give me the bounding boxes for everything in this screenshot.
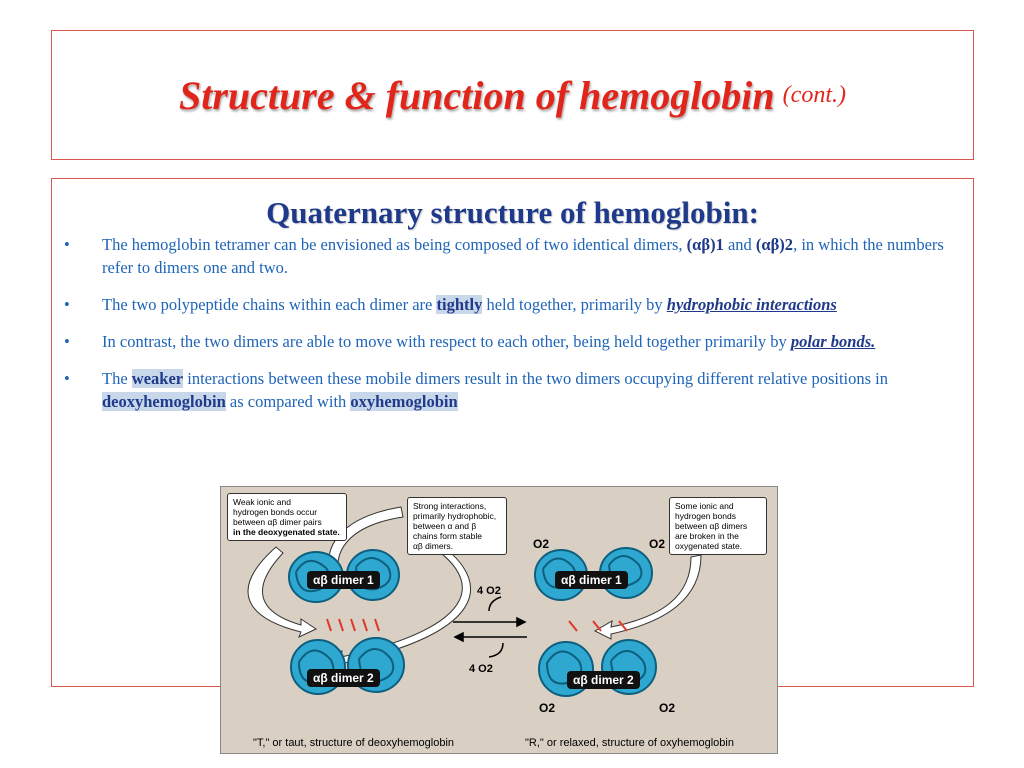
hemoglobin-figure: Weak ionic and hydrogen bonds occur betw… [220, 486, 778, 754]
highlight-tightly: tightly [436, 295, 483, 314]
highlight-weaker: weaker [131, 369, 184, 388]
callout-weak-bonds: Weak ionic and hydrogen bonds occur betw… [227, 493, 347, 541]
deoxy-dimer-2-label: αβ dimer 2 [307, 669, 380, 687]
bullet-marker: • [64, 369, 70, 388]
bullet-text: , in which the numbers refer to dimers o… [102, 235, 944, 277]
callout-broken-bonds: Some ionic and hydrogen bonds between αβ… [669, 497, 767, 555]
bullet-text: The [102, 369, 132, 388]
callout-line: hydrogen bonds occur [233, 507, 318, 517]
callout-line: Some ionic and [675, 501, 734, 511]
section-heading-colon: : [748, 195, 759, 230]
bullet-text: The hemoglobin tetramer can be envisione… [102, 235, 687, 254]
callout-line: Weak ionic and [233, 497, 291, 507]
arrow-weak-to-interface [247, 546, 318, 638]
title-box: Structure & function of hemoglobin (cont… [51, 30, 974, 160]
callout-line: primarily hydrophobic, [413, 511, 497, 521]
section-heading-text: Quaternary structure of hemoglobin [266, 195, 749, 230]
bullet-item: • The two polypeptide chains within each … [60, 293, 965, 316]
oxy-dimer-2-label: αβ dimer 2 [567, 671, 640, 689]
oxygen-label: O2 [533, 537, 550, 551]
bullet-marker: • [64, 332, 70, 351]
bullet-text: The two polypeptide chains within each d… [102, 295, 437, 314]
callout-line: αβ dimers. [413, 541, 454, 551]
callout-line: between αβ dimers [675, 521, 748, 531]
bullet-marker: • [64, 235, 70, 254]
term-hydrophobic-interactions: hydrophobic interactions [666, 295, 837, 314]
highlight-deoxyhemoglobin: deoxyhemoglobin [102, 392, 226, 411]
arrow-broken-bonds [593, 554, 702, 640]
dimer-1-term: (αβ)1 [686, 235, 724, 254]
bullet-list: • The hemoglobin tetramer can be envision… [60, 233, 965, 427]
callout-line: are broken in the [675, 531, 739, 541]
term-polar-bonds: polar bonds. [790, 332, 876, 351]
oxygen-label: O2 [539, 701, 556, 715]
equilibrium-arrows [453, 596, 527, 658]
oxygen-label: O2 [649, 537, 666, 551]
reaction-label-forward: 4 O2 [477, 585, 501, 597]
bullet-item: • In contrast, the two dimers are able to… [60, 330, 965, 353]
section-heading: Quaternary structure of hemoglobin: [52, 195, 973, 231]
bullet-marker: • [64, 295, 70, 314]
slide-title-suffix: (cont.) [782, 81, 846, 108]
oxy-ionic-bonds [568, 620, 628, 632]
callout-line: in the deoxygenated state. [233, 527, 340, 537]
callout-line: oxygenated state. [675, 541, 743, 551]
callout-line: between α and β [413, 521, 477, 531]
bullet-item: • The hemoglobin tetramer can be envision… [60, 233, 965, 279]
callout-line: between αβ dimer pairs [233, 517, 322, 527]
bullet-text: as compared with [225, 392, 351, 411]
callout-line: Strong interactions, [413, 501, 487, 511]
deoxy-dimer-1-label: αβ dimer 1 [307, 571, 380, 589]
bullet-text: and [723, 235, 756, 254]
oxygen-label: O2 [659, 701, 676, 715]
deoxy-ionic-bonds [326, 618, 380, 632]
caption-deoxy: "T," or taut, structure of deoxyhemoglob… [253, 737, 455, 749]
highlight-oxyhemoglobin: oxyhemoglobin [350, 392, 458, 411]
bullet-text: held together, primarily by [482, 295, 667, 314]
callout-line: chains form stable [413, 531, 482, 541]
bullet-text: interactions between these mobile dimers… [183, 369, 889, 388]
bullet-item: • The weaker interactions between these m… [60, 367, 965, 413]
bullet-text: In contrast, the two dimers are able to … [102, 332, 791, 351]
caption-oxy: "R," or relaxed, structure of oxyhemoglo… [525, 737, 734, 749]
reaction-label-reverse: 4 O2 [469, 663, 493, 675]
oxy-dimer-1-label: αβ dimer 1 [555, 571, 628, 589]
callout-line: hydrogen bonds [675, 511, 736, 521]
slide-title: Structure & function of hemoglobin [179, 72, 775, 118]
callout-strong-interactions: Strong interactions, primarily hydrophob… [407, 497, 507, 555]
dimer-2-term: (αβ)2 [755, 235, 794, 254]
